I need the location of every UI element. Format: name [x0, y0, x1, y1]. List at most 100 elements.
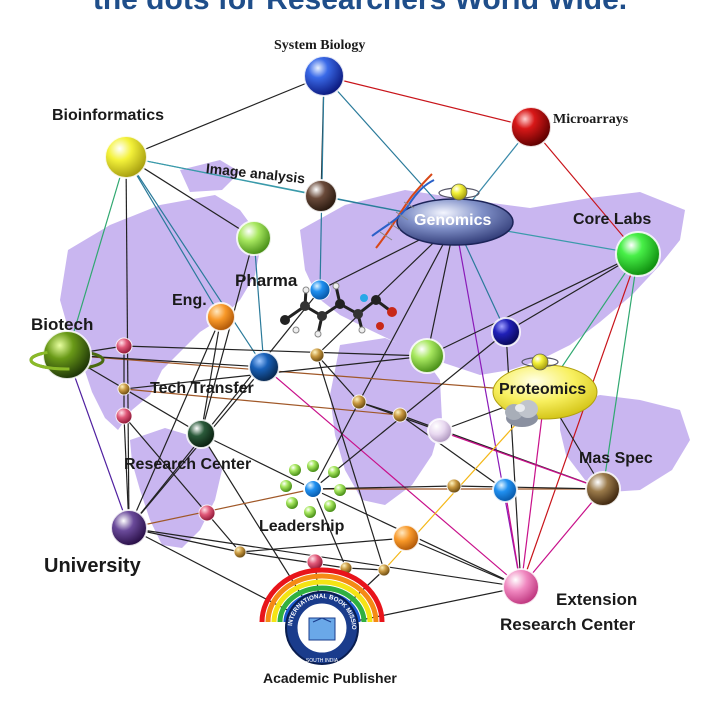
- edge-ss1-lg1: [123, 345, 428, 357]
- molecule-icon: [280, 282, 397, 338]
- edge-ph2-un: [128, 289, 321, 529]
- edge-gb2-ld: [312, 401, 360, 490]
- navy-orb: [491, 317, 521, 347]
- leadership-flower-icon: [280, 460, 346, 518]
- edge-ge-gb2: [358, 221, 456, 403]
- label-microarrays: Microarrays: [553, 112, 629, 127]
- label-bioinformatics: Bioinformatics: [52, 107, 165, 124]
- edge-ld-gb6: [312, 488, 347, 569]
- gold-dot-1: [117, 382, 131, 396]
- edge-bi-en: [125, 156, 222, 318]
- edge-sb-ge: [323, 75, 456, 223]
- gold-dot-2: [309, 347, 325, 363]
- edge-ge-gb1: [316, 221, 456, 356]
- label-mas-spec: Mas Spec: [579, 450, 653, 467]
- edge-gb5-gb6: [239, 551, 347, 569]
- label-tech-transfer: Tech Transfer: [150, 380, 254, 397]
- cloud-icon: [505, 400, 538, 427]
- lilac-orb: [427, 418, 453, 444]
- edge-rc-ld: [200, 433, 314, 490]
- rose-dot-2: [115, 407, 133, 425]
- edge-lc-ms: [439, 430, 604, 490]
- edge-cl-ms: [602, 253, 639, 490]
- gold-dot-5: [446, 478, 462, 494]
- system-biology-node: [303, 55, 345, 97]
- label-eng: Eng.: [172, 292, 207, 309]
- edge-bt-un: [66, 354, 130, 529]
- rose-dot-3: [198, 504, 216, 522]
- label-academic-publisher: Academic Publisher: [263, 670, 397, 686]
- microarrays-node: [510, 106, 552, 148]
- core-labs-node: [615, 231, 661, 277]
- eng-node: [206, 302, 236, 332]
- label-pharma: Pharma: [235, 271, 298, 290]
- university-node: [110, 509, 148, 547]
- edge-gb3-sk: [399, 414, 506, 491]
- biotech-node: [42, 330, 92, 380]
- bioinformatics-node: [104, 135, 148, 179]
- edge-en-rc: [200, 316, 222, 435]
- edge-ss3-gb5: [123, 415, 241, 553]
- mas-spec-node: [585, 471, 621, 507]
- edge-ms-ex: [520, 488, 604, 588]
- gold-dot-3: [351, 394, 367, 410]
- edge-un-ex: [128, 527, 522, 588]
- satellite-icon-2: [521, 353, 559, 371]
- edge-ph-tt: [253, 237, 265, 368]
- biotech-ring-front: [29, 349, 105, 371]
- edge-bi-tt: [125, 156, 265, 368]
- dna-helix-icon: [371, 173, 435, 249]
- edge-or-gb5: [239, 537, 407, 553]
- satellite-icon: [438, 183, 480, 201]
- edge-cl-lg1: [426, 253, 639, 357]
- edge-bi-ia: [125, 156, 322, 197]
- edge-sb-bi: [125, 75, 325, 158]
- edge-ph-rc: [200, 237, 255, 435]
- logo-sub-text: SOUTH INDIA: [306, 658, 339, 664]
- image-analysis-node: [304, 179, 338, 213]
- label-university: University: [44, 555, 141, 577]
- label-biotech: Biotech: [31, 315, 94, 334]
- tech-transfer-node: [248, 351, 280, 383]
- label-research-center: Research Center: [124, 456, 252, 473]
- edge-bi-ph: [125, 156, 255, 239]
- edge-bi-bt: [66, 156, 127, 356]
- edge-un-ld: [128, 488, 314, 529]
- pharma-globe-orb: [309, 279, 331, 301]
- edge-bt-pr: [66, 354, 546, 393]
- edge-gb1-gb7: [316, 354, 385, 571]
- edge-ge-ex: [454, 221, 522, 588]
- edge-nv-ld: [312, 331, 507, 490]
- gold-dot-6: [233, 545, 247, 559]
- edge-mi-cl: [530, 126, 639, 255]
- edge-gb1-gb2: [316, 354, 360, 403]
- label-proteomics: Proteomics: [499, 381, 587, 398]
- edge-or-ex: [405, 537, 522, 588]
- label-research-center-2: Research Center: [500, 615, 636, 634]
- rose-dot-1: [115, 337, 133, 355]
- edge-gb4-ms: [453, 485, 604, 490]
- label-system-biology: System Biology: [274, 38, 366, 53]
- label-core-labs: Core Labs: [573, 211, 652, 228]
- edge-tt-ex: [263, 366, 522, 588]
- research-center-node: [186, 419, 216, 449]
- gold-dot-4: [392, 407, 408, 423]
- green-orb: [409, 338, 445, 374]
- world-map-silhouette: [60, 160, 690, 548]
- edge-rc-ap: [200, 433, 323, 629]
- sky-orb: [492, 477, 518, 503]
- pharma-lime-orb: [236, 220, 272, 256]
- edge-en-un: [128, 316, 222, 529]
- extension-research-center-node: [502, 568, 540, 606]
- orange-orb: [392, 524, 420, 552]
- edge-sb-mi: [323, 75, 532, 128]
- label-extension: Extension: [556, 590, 638, 609]
- edge-cl-nv: [505, 253, 639, 333]
- label-leadership: Leadership: [259, 518, 345, 535]
- gold-dot-8: [377, 563, 391, 577]
- label-genomics: Genomics: [414, 212, 492, 229]
- edge-cl-ex: [520, 253, 639, 588]
- page-title: the dots for Researchers World Wide.: [0, 0, 720, 17]
